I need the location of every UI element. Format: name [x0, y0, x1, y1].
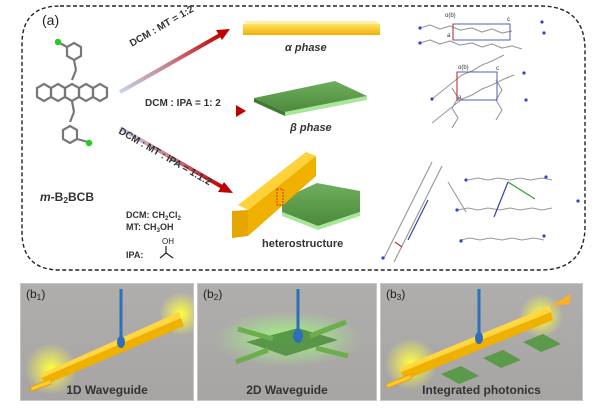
beta-phase-label: β phase — [290, 122, 332, 134]
hetero-crystal-packing — [381, 161, 580, 263]
legend-dcm-mid: Cl — [168, 210, 178, 220]
dashed-border — [21, 5, 586, 271]
beta-axis-label-c: c — [496, 66, 499, 72]
panel-b3: (b3) Integrated photonics — [380, 283, 583, 401]
legend-dcm-key: DCM: CH — [126, 210, 165, 220]
arrowhead-beta — [236, 105, 246, 117]
heterostructure-label: heterostructure — [262, 238, 344, 250]
excitation-spot — [475, 332, 483, 344]
panel-a-frame — [21, 5, 586, 271]
interface-marker — [276, 188, 284, 206]
heterostructure-model — [232, 152, 360, 238]
panel-b3-caption: Integrated photonics — [422, 383, 541, 397]
panel-b2: (b2) 2D Waveguide — [197, 283, 377, 401]
panel-b2-tag-sub: 2 — [213, 292, 219, 302]
panel-b1-tag: (b1) — [26, 287, 45, 302]
beta-axis-label-top: o(b) — [458, 65, 469, 71]
panel-b2-tag-post: ) — [218, 287, 223, 301]
propagation-arrows — [235, 319, 349, 365]
legend-mt-end: OH — [160, 222, 174, 232]
arrow-hetero — [119, 126, 225, 190]
legend-ipa-oh: OH — [162, 237, 174, 246]
alpha-axis-label-top: o(b) — [445, 13, 456, 19]
green-plates — [441, 334, 561, 384]
molecule-label-end: BCB — [68, 190, 95, 204]
panel-b1-tag-pre: (b — [26, 287, 37, 301]
integrated-photonics-illustration — [385, 289, 571, 390]
legend-dcm: DCM: CH2Cl2 — [126, 210, 181, 222]
molecule-label-rest: -B — [50, 190, 64, 204]
molecule-structure — [35, 41, 109, 145]
panel-b3-tag: (b3) — [386, 287, 405, 302]
ipa-structure — [159, 246, 174, 259]
alpha-axis-label-c: c — [507, 17, 510, 23]
alpha-phase-label: α phase — [285, 42, 327, 54]
output-arrow-right — [551, 294, 571, 306]
panel-b2-tag: (b2) — [203, 287, 222, 302]
panel-b3-tag-sub: 3 — [396, 292, 402, 302]
panel-b1: (b1) 1D Waveguide — [20, 283, 194, 401]
panel-b1-tag-sub: 1 — [36, 292, 42, 302]
excitation-spot — [117, 336, 125, 348]
molecule-label-sub: 2 — [63, 195, 69, 205]
legend-mt-sub: 3 — [156, 227, 161, 234]
legend-mt: MT: CH3OH — [126, 222, 174, 234]
beta-phase-plate — [254, 81, 367, 116]
panel-b2-tag-pre: (b — [203, 287, 214, 301]
alpha-phase-text: α phase — [285, 42, 327, 54]
route-arrows — [119, 29, 246, 193]
legend-dcm-sub2: 2 — [177, 215, 182, 222]
molecule-label: m-B2BCB — [40, 190, 94, 205]
beta-phase-text: β phase — [290, 122, 332, 134]
waveguide-1d-illustration — [25, 289, 193, 395]
nitrogen-atom — [85, 139, 93, 147]
nitrogen-atom — [54, 38, 62, 46]
panel-a-tag: (a) — [42, 12, 60, 28]
arrow-alpha — [119, 32, 223, 94]
panel-b1-tag-post: ) — [41, 287, 46, 301]
beta-crystal-packing — [430, 54, 528, 129]
alpha-crystal-packing — [418, 20, 546, 50]
emission-glow — [25, 343, 77, 395]
beta-axis-label-a: a — [458, 95, 462, 101]
molecule-label-prefix: m — [40, 190, 51, 204]
output-arrow-left — [30, 378, 52, 392]
excitation-spot — [293, 329, 303, 343]
legend-ipa: IPA: — [126, 250, 144, 260]
alpha-axis-label-a: a — [447, 33, 451, 39]
molecule-atoms — [54, 38, 93, 147]
arrowhead-alpha — [216, 29, 230, 40]
waveguide-2d-illustration — [213, 289, 363, 367]
route-label-beta: DCM : IPA = 1: 2 — [145, 98, 221, 109]
alpha-phase-rod — [243, 21, 380, 35]
arrowhead-hetero — [218, 182, 233, 193]
legend-dcm-sub1: 2 — [165, 215, 169, 222]
output-arrow-left — [386, 373, 412, 389]
panel-b1-caption: 1D Waveguide — [66, 383, 148, 397]
panel-b3-tag-post: ) — [401, 287, 406, 301]
legend-mt-key: MT: CH — [126, 222, 157, 232]
panel-b2-caption: 2D Waveguide — [246, 383, 328, 397]
panel-b3-tag-pre: (b — [386, 287, 397, 301]
